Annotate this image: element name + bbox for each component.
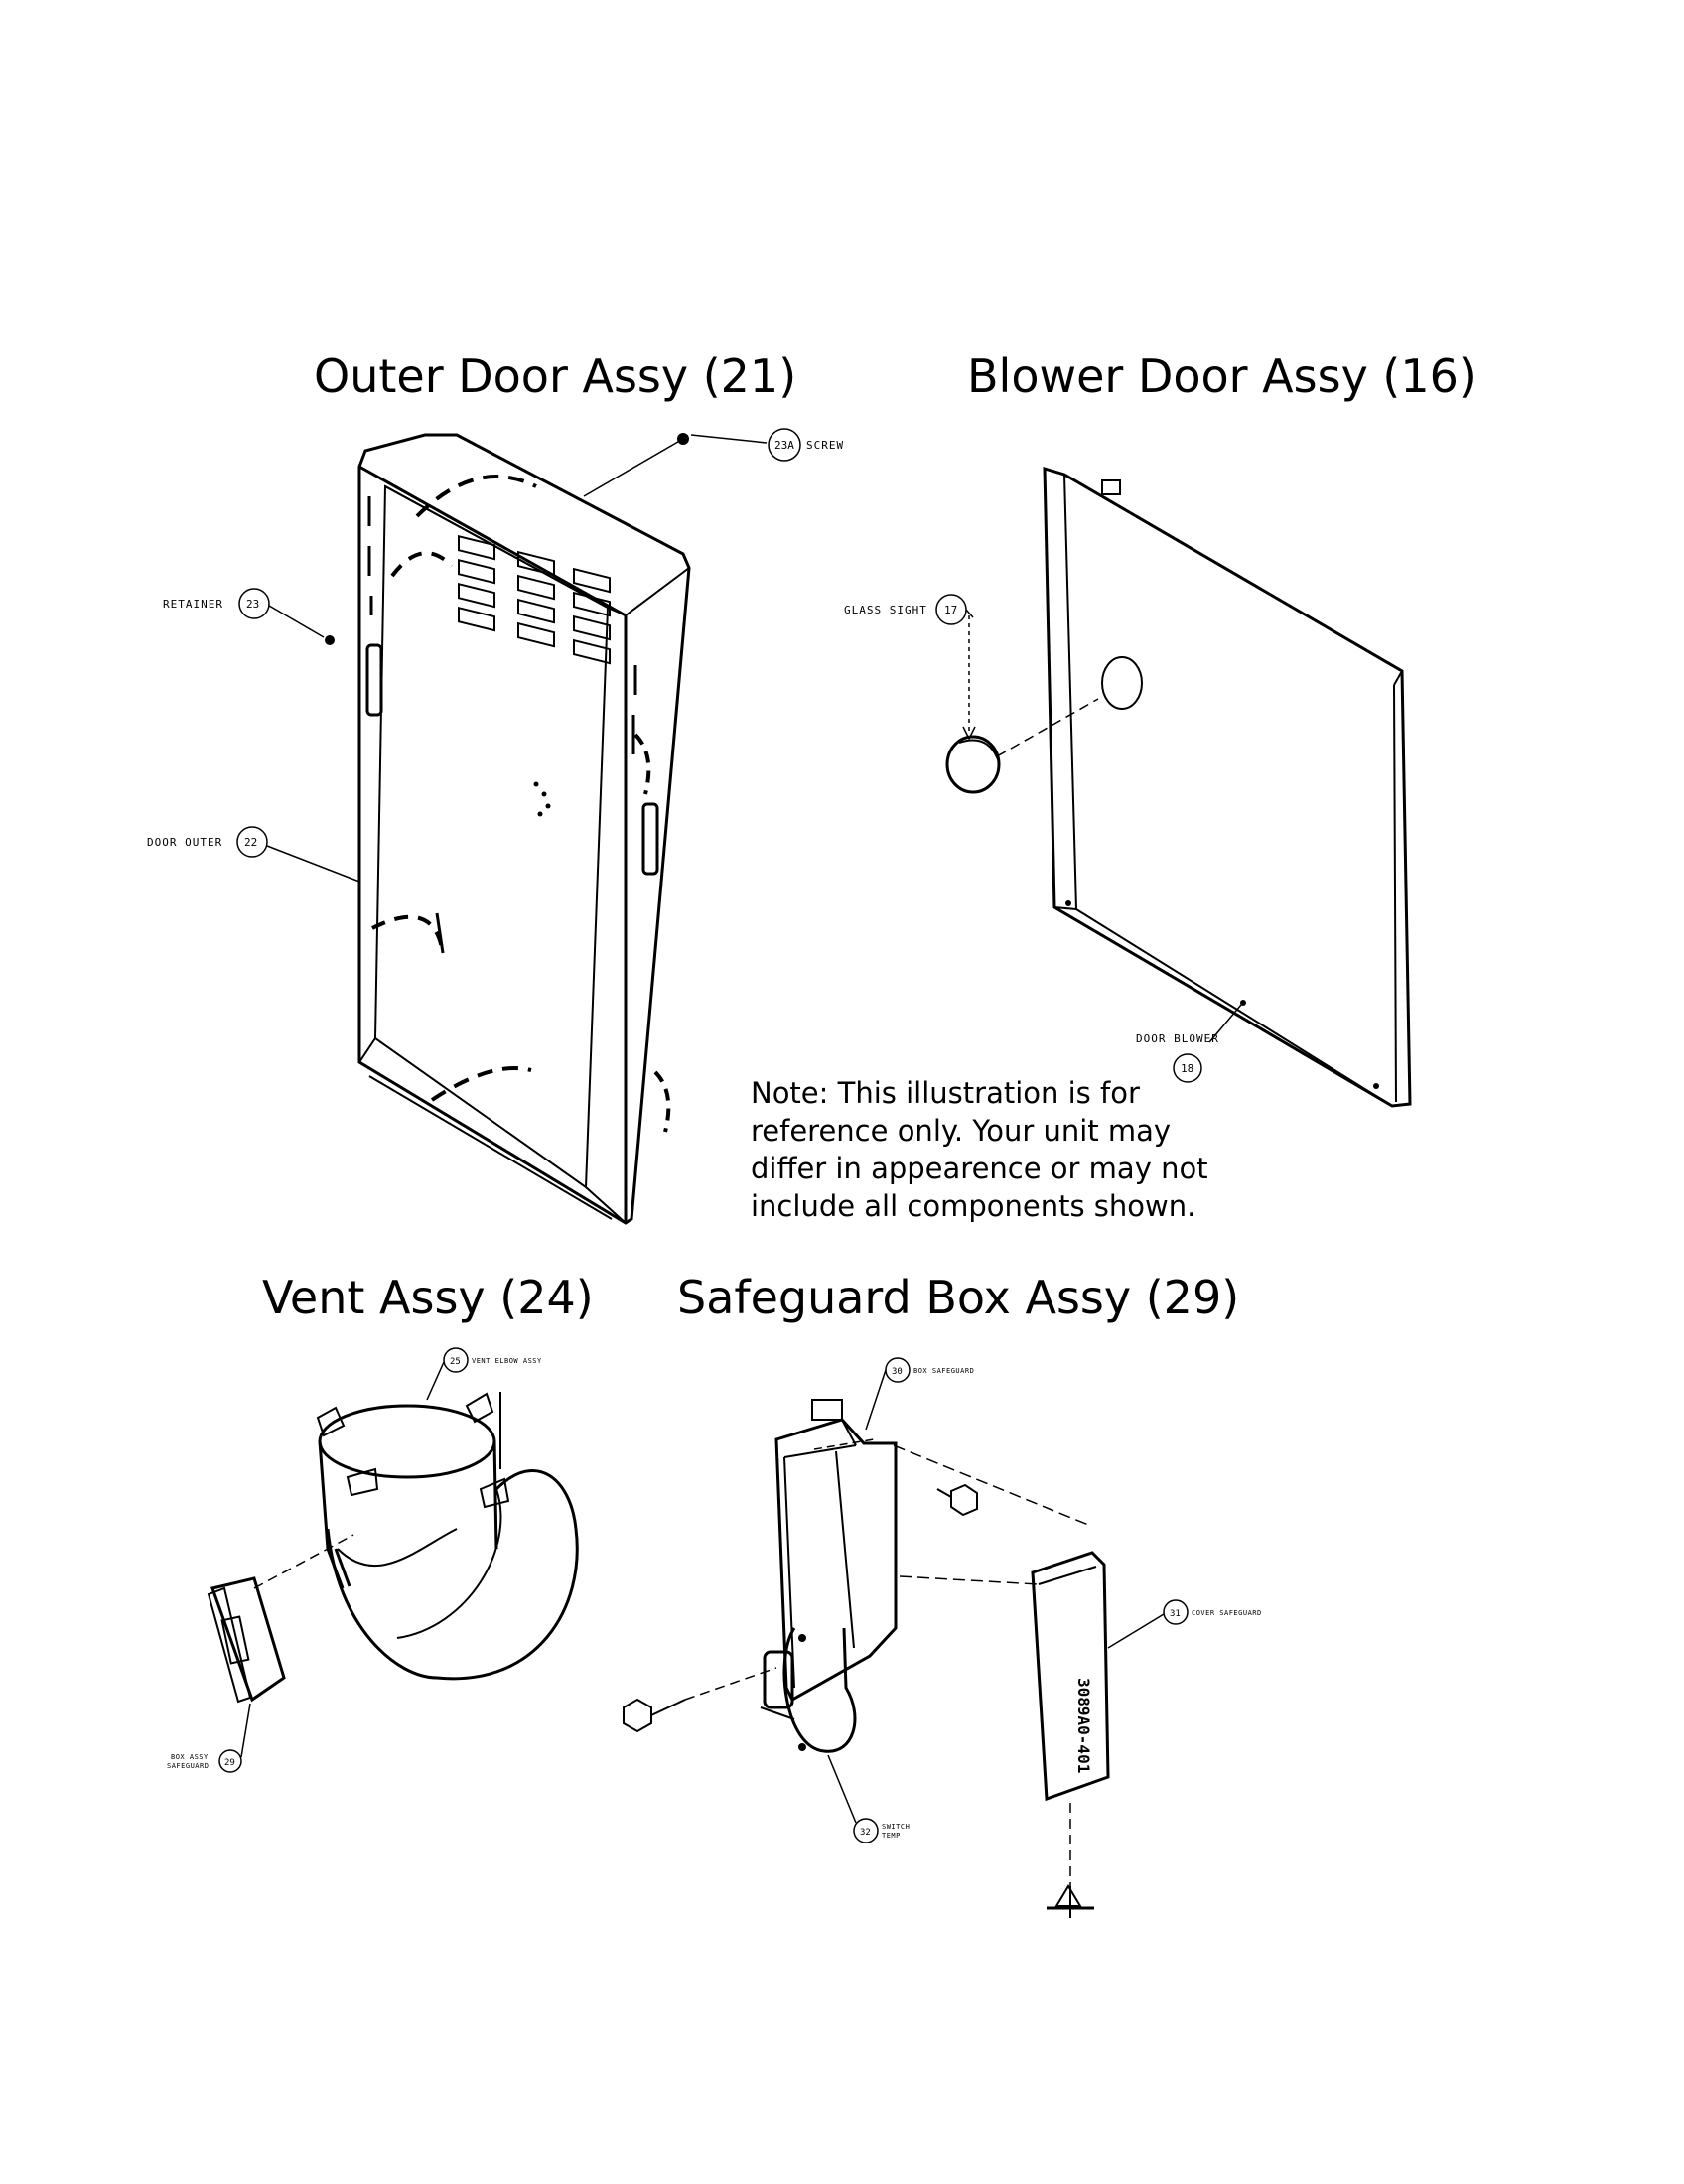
svg-text:BOX SAFEGUARD: BOX SAFEGUARD (913, 1367, 974, 1375)
callout-door-blower: DOOR BLOWER 18 (1136, 1004, 1242, 1083)
vent-assy-drawing (207, 1392, 579, 1704)
safeguard-box-drawing (623, 1399, 1110, 1918)
svg-text:23: 23 (246, 598, 259, 611)
callout-box-assy: BOX ASSY SAFEGUARD 29 (167, 1703, 251, 1773)
callout-screw: 23A SCREW (768, 428, 844, 462)
svg-text:25: 25 (450, 1357, 461, 1367)
svg-text:RETAINER: RETAINER (163, 598, 223, 611)
svg-text:DOOR BLOWER: DOOR BLOWER (1136, 1032, 1219, 1045)
svg-text:VENT ELBOW ASSY: VENT ELBOW ASSY (472, 1357, 542, 1365)
callout-glass-sight: GLASS SIGHT 17 (844, 594, 974, 625)
callout-box-safeguard: 30 BOX SAFEGUARD (865, 1357, 974, 1431)
svg-text:32: 32 (860, 1828, 871, 1838)
svg-text:SCREW: SCREW (806, 439, 844, 452)
callout-cover-safeguard: 31 COVER SAFEGUARD (1107, 1599, 1262, 1649)
title-safeguard-box-assy: Safeguard Box Assy (29) (677, 1271, 1240, 1324)
title-vent-assy: Vent Assy (24) (262, 1271, 594, 1324)
svg-text:SAFEGUARD: SAFEGUARD (167, 1762, 209, 1770)
blower-door-drawing (945, 466, 1412, 1108)
note-line-3: differ in appearence or may not (751, 1152, 1208, 1185)
note-line-1: Note: This illustration is for (751, 1076, 1140, 1110)
svg-text:DOOR OUTER: DOOR OUTER (147, 836, 222, 849)
svg-text:30: 30 (892, 1367, 903, 1377)
svg-text:23A: 23A (774, 439, 794, 452)
callout-retainer: RETAINER 23 (163, 588, 325, 638)
svg-text:31: 31 (1170, 1609, 1181, 1619)
callout-vent-elbow: 25 VENT ELBOW ASSY (426, 1347, 542, 1401)
callout-door-outer: DOOR OUTER 22 (147, 826, 360, 883)
reference-note: Note: This illustration is for reference… (751, 1074, 1227, 1225)
svg-text:TEMP: TEMP (882, 1832, 901, 1840)
svg-text:GLASS SIGHT: GLASS SIGHT (844, 604, 927, 616)
svg-text:22: 22 (244, 836, 257, 849)
svg-text:17: 17 (944, 604, 957, 616)
svg-text:29: 29 (224, 1758, 235, 1768)
cover-part-marking: 3089A0-401 (1074, 1678, 1093, 1773)
callout-switch-temp: 32 SWITCH TEMP (827, 1754, 910, 1843)
svg-text:SWITCH: SWITCH (882, 1823, 910, 1831)
note-line-2: reference only. Your unit may (751, 1114, 1172, 1148)
note-line-4: include all components shown. (751, 1189, 1196, 1223)
svg-text:COVER SAFEGUARD: COVER SAFEGUARD (1192, 1609, 1262, 1617)
title-blower-door-assy: Blower Door Assy (16) (967, 349, 1476, 403)
outer-door-drawing (325, 433, 768, 1225)
title-outer-door-assy: Outer Door Assy (21) (314, 349, 797, 403)
svg-text:BOX ASSY: BOX ASSY (171, 1753, 209, 1761)
svg-text:18: 18 (1181, 1062, 1193, 1075)
